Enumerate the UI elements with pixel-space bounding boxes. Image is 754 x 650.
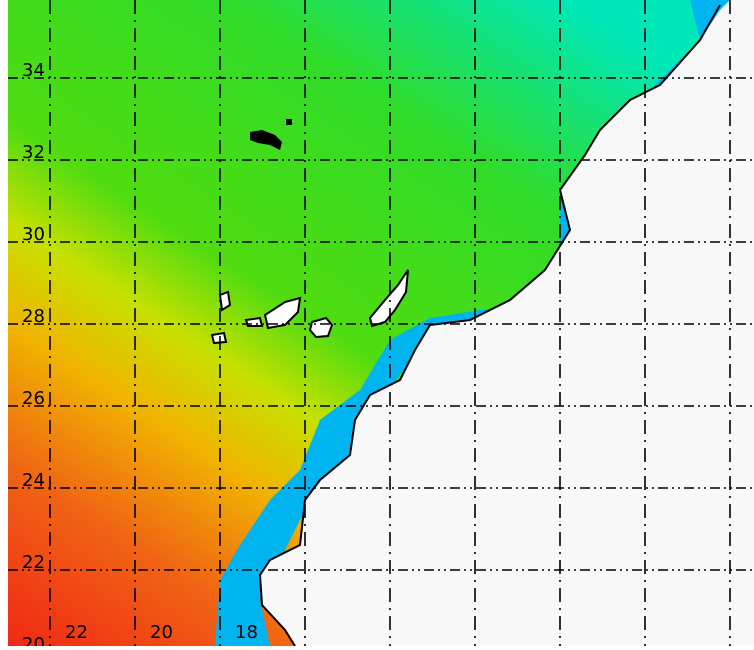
longitude-label: 20 [150,622,173,643]
latitude-label: 34 [22,60,45,81]
latitude-label: 22 [22,552,45,573]
latitude-label: 20 [22,634,45,646]
madeira-island [250,130,282,150]
longitude-label: 22 [65,622,88,643]
land-africa [260,0,754,646]
latitude-label: 30 [22,224,45,245]
graticule-labels: 34 32 30 28 26 24 22 20 22 20 18 [22,60,258,650]
latitude-label: 28 [22,306,45,327]
graticule [8,0,754,646]
latitude-label: 26 [22,388,45,409]
latitude-label: 32 [22,142,45,163]
longitude-label: 18 [235,622,258,643]
porto-santo-island [286,119,292,125]
latitude-label: 24 [22,470,45,491]
coastline [258,4,721,647]
left-margin [0,0,8,646]
